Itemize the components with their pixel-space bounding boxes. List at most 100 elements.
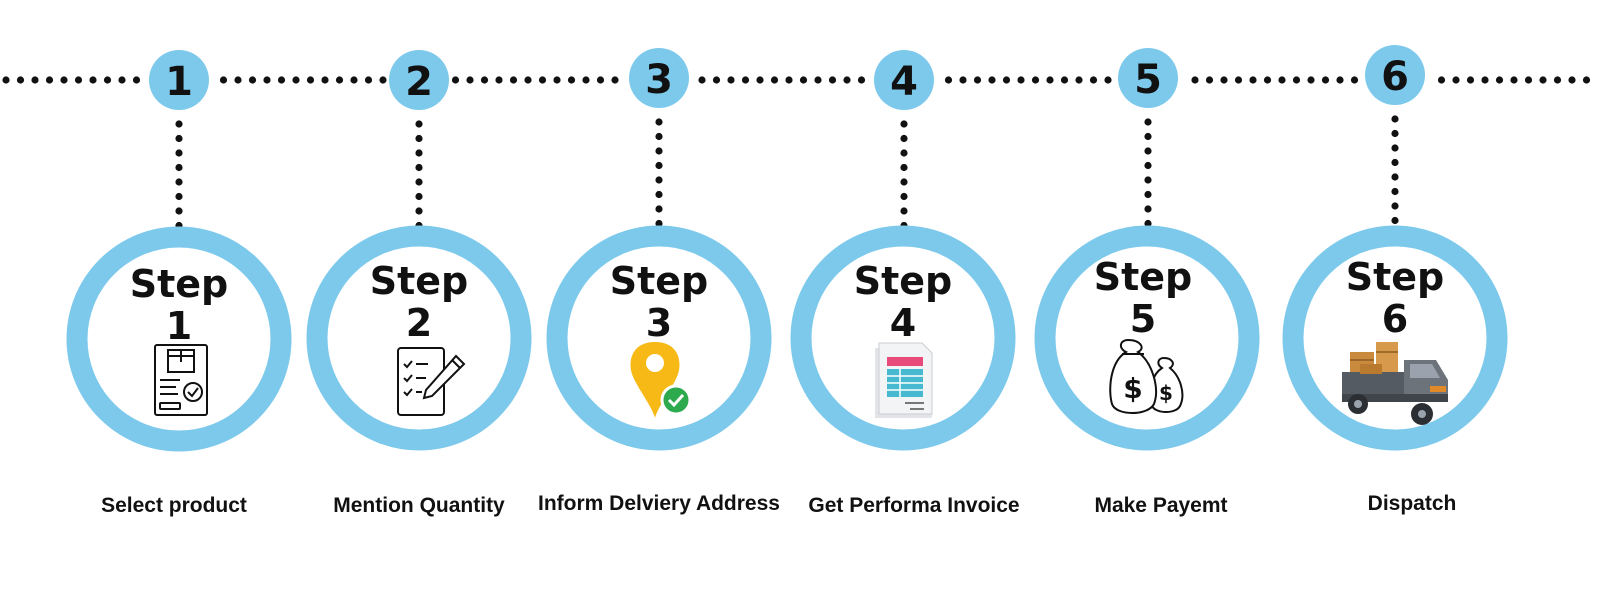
connector-dot [1144, 161, 1152, 170]
step-title: Step [610, 259, 709, 303]
step-caption-3: Inform Delviery Address [538, 492, 780, 515]
step-badge-5: 5 [1118, 48, 1178, 108]
timeline-dot [988, 76, 996, 84]
connector-dot [655, 132, 663, 141]
step-label: 3 [646, 301, 672, 345]
timeline-dot [31, 76, 39, 84]
timeline-dot [973, 76, 982, 84]
product-box-icon [154, 344, 208, 416]
timeline-dot [292, 76, 300, 84]
connector-dot [900, 120, 908, 128]
step-badge-number: 2 [405, 59, 433, 105]
step-badge-3: 3 [629, 48, 689, 108]
timeline-dot [495, 76, 503, 84]
timeline-dot [1220, 76, 1228, 84]
connector-dot [655, 190, 663, 199]
timeline-dot [45, 76, 54, 84]
step-title: Step [370, 259, 469, 303]
timeline-dot [350, 76, 358, 84]
connector-dot [415, 120, 423, 128]
timeline-dot [16, 76, 25, 84]
timeline-dot [321, 76, 329, 84]
timeline-dot [1350, 76, 1359, 84]
timeline-dot [1510, 76, 1518, 84]
timeline-dot [698, 76, 706, 84]
step-caption-4: Get Performa Invoice [808, 494, 1020, 517]
timeline-dot [611, 76, 619, 84]
timeline-dot [364, 76, 373, 84]
timeline-dot [1553, 76, 1562, 84]
connector-dot [1144, 176, 1152, 184]
timeline-dot [1089, 76, 1098, 84]
timeline-dot [1307, 76, 1315, 84]
timeline-dot [799, 76, 808, 84]
timeline-dot [219, 76, 228, 84]
connector-dot [1391, 187, 1399, 196]
step-label: 6 [1382, 297, 1408, 341]
location-pin-check-icon [630, 342, 692, 418]
timeline-dot [89, 76, 97, 84]
connector-dot [900, 192, 908, 201]
step-ring-3: Step 3 [546, 225, 772, 451]
connector-dot [1391, 129, 1399, 138]
step-badge-number: 4 [890, 59, 918, 105]
timeline-dot [132, 76, 141, 84]
timeline-dot [1017, 76, 1025, 84]
step-badge-number: 6 [1381, 54, 1409, 100]
timeline-dot [118, 76, 126, 84]
timeline-dot [1292, 76, 1301, 84]
timeline-dot [1466, 76, 1475, 84]
connector-dot [1391, 202, 1399, 210]
connector-dot [415, 207, 423, 215]
step-label: 5 [1130, 297, 1156, 341]
timeline-dot [74, 76, 83, 84]
timeline-dot [582, 76, 590, 84]
step-badge-4: 4 [874, 50, 934, 110]
timeline-dot [756, 76, 764, 84]
step-badge-number: 5 [1134, 57, 1162, 103]
connector-dot [175, 149, 183, 157]
connector-dot [900, 134, 908, 143]
step-badge-2: 2 [389, 50, 449, 110]
timeline-dot [1452, 76, 1460, 84]
timeline-dot [263, 76, 271, 84]
step-label: 4 [890, 301, 916, 345]
connector-dot [655, 118, 663, 126]
connector-dot [900, 163, 908, 172]
step-label: 1 [166, 304, 192, 348]
step-title: Step [854, 259, 953, 303]
timeline-dot [567, 76, 576, 84]
timeline-dot [1336, 76, 1344, 84]
connector-dot [415, 163, 423, 172]
timeline-dot [234, 76, 242, 84]
timeline-dot [1263, 76, 1272, 84]
connector-dot [655, 205, 663, 213]
timeline-dot [553, 76, 561, 84]
connector-dot [175, 120, 183, 128]
timeline-dot [1075, 76, 1083, 84]
connector-dot [415, 134, 423, 143]
step-badge-number: 1 [165, 59, 193, 105]
timeline-dot [1481, 76, 1489, 84]
connector-dot [655, 161, 663, 170]
timeline-dot [1234, 76, 1243, 84]
timeline-dot [727, 76, 735, 84]
svg-text:$: $ [1123, 372, 1142, 405]
step-label: 2 [406, 301, 432, 345]
timeline-dot [596, 76, 605, 84]
timeline-dot [1249, 76, 1257, 84]
connector-dot [1144, 205, 1152, 213]
timeline-dot [1437, 76, 1446, 84]
connector-dot [900, 178, 908, 186]
connector-dot [1144, 219, 1152, 228]
connector-dot [655, 219, 663, 228]
timeline-dot [1524, 76, 1533, 84]
timeline-dot [944, 76, 953, 84]
timeline-dot [60, 76, 68, 84]
step-ring-4: Step 4 [790, 225, 1016, 451]
connector-dot [900, 207, 908, 215]
timeline-dot [741, 76, 750, 84]
step-title: Step [1094, 255, 1193, 299]
timeline-dot [466, 76, 474, 84]
